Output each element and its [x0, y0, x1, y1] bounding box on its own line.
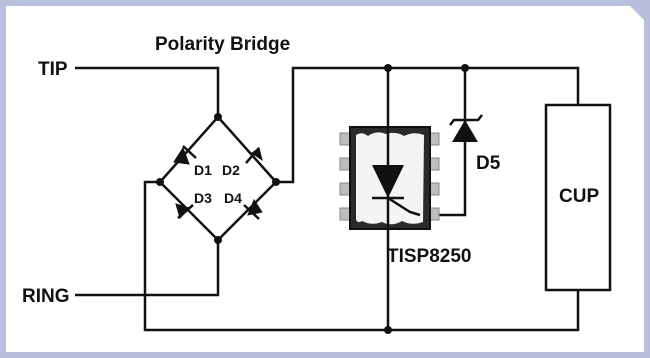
- ring-label: RING: [22, 286, 70, 307]
- cup-box: [544, 103, 612, 292]
- diode-d3-symbol: [175, 203, 194, 220]
- bridge-positive-wire: [276, 66, 580, 184]
- junction-top: [214, 113, 222, 121]
- junction-dots: [156, 64, 469, 334]
- junction-bottom: [214, 236, 222, 244]
- diode-d5-symbol: [449, 114, 483, 142]
- d3-label: D3: [194, 190, 212, 206]
- diode-d4-symbol: [243, 198, 263, 220]
- bridge-diodes: [173, 145, 263, 220]
- bridge-negative-wire: [143, 180, 580, 332]
- d4-label: D4: [224, 190, 242, 206]
- tisp-label: TISP8250: [387, 246, 472, 267]
- cup-label: CUP: [559, 186, 599, 207]
- diagram-title: Polarity Bridge: [155, 34, 290, 55]
- tip-wire: [75, 66, 220, 117]
- diode-d2-symbol: [245, 147, 263, 164]
- d1-label: D1: [194, 162, 212, 178]
- ring-wire: [75, 240, 220, 297]
- d5-label: D5: [476, 153, 501, 174]
- junction-tisp-top: [384, 64, 392, 72]
- diode-d1-symbol: [173, 145, 197, 165]
- tisp-chip: [339, 126, 440, 230]
- junction-tisp-bottom: [384, 326, 392, 334]
- junction-left: [156, 178, 164, 186]
- junction-right: [272, 178, 280, 186]
- corner-mark: [628, 4, 646, 22]
- d2-label: D2: [222, 162, 240, 178]
- tip-label: TIP: [38, 59, 68, 80]
- junction-d5-top: [461, 64, 469, 72]
